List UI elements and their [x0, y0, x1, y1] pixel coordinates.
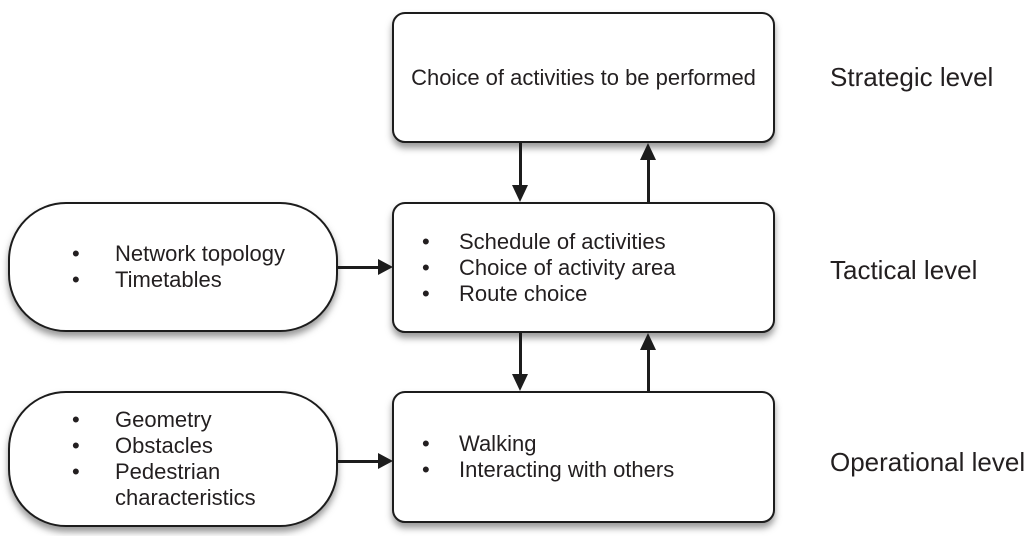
arrow-shaft: [647, 347, 650, 391]
arrowhead-up-icon: [640, 143, 656, 160]
operational-input-list: • Geometry • Obstacles • Pedestrian char…: [10, 407, 336, 511]
list-item-text: Timetables: [115, 267, 222, 292]
list-item-text: Walking: [459, 431, 537, 456]
bullet-icon: •: [422, 254, 430, 280]
list-item: • Pedestrian characteristics: [72, 459, 322, 511]
arrow-tactical-to-strategic: [640, 143, 656, 202]
strategic-box-text: Choice of activities to be performed: [411, 64, 756, 90]
list-item: • Timetables: [72, 267, 322, 293]
arrow-tactical-to-operational: [512, 333, 528, 391]
bullet-icon: •: [422, 457, 430, 482]
bullet-icon: •: [72, 267, 80, 292]
list-item-text: Geometry: [115, 407, 212, 432]
operational-level-label: Operational level: [830, 447, 1024, 477]
list-item-text: Network topology: [115, 241, 285, 266]
list-item-text: Obstacles: [115, 433, 213, 458]
arrowhead-up-icon: [640, 333, 656, 350]
arrowhead-right-icon: [378, 259, 393, 275]
arrowhead-down-icon: [512, 185, 528, 202]
tactical-input-oval: • Network topology • Timetables: [8, 202, 338, 332]
list-item: • Schedule of activities: [422, 229, 773, 255]
bullet-icon: •: [72, 433, 80, 458]
list-item: • Network topology: [72, 241, 322, 267]
bullet-icon: •: [72, 241, 80, 266]
operational-input-oval: • Geometry • Obstacles • Pedestrian char…: [8, 391, 338, 527]
arrowhead-down-icon: [512, 374, 528, 391]
operational-box-list: • Walking • Interacting with others: [394, 431, 773, 483]
arrow-shaft: [647, 157, 650, 202]
arrow-tactical-input: [336, 259, 393, 275]
arrow-operational-to-tactical: [640, 333, 656, 391]
arrow-shaft: [336, 266, 381, 269]
list-item-text: Route choice: [459, 280, 588, 306]
arrow-shaft: [519, 143, 522, 187]
bullet-icon: •: [422, 228, 430, 254]
list-item: • Interacting with others: [422, 457, 773, 483]
list-item: • Geometry: [72, 407, 322, 433]
arrow-operational-input: [336, 453, 393, 469]
bullet-icon: •: [72, 459, 80, 484]
tactical-level-label: Tactical level: [830, 255, 978, 285]
list-item-text: Schedule of activities: [459, 228, 666, 254]
operational-box: • Walking • Interacting with others: [392, 391, 775, 523]
list-item-text: Choice of activity area: [459, 254, 676, 280]
arrow-shaft: [519, 333, 522, 376]
strategic-box: Choice of activities to be performed: [392, 12, 775, 143]
arrow-shaft: [336, 460, 381, 463]
tactical-input-list: • Network topology • Timetables: [10, 241, 336, 293]
list-item: • Walking: [422, 431, 773, 457]
arrowhead-right-icon: [378, 453, 393, 469]
bullet-icon: •: [72, 407, 80, 432]
bullet-icon: •: [422, 280, 430, 306]
list-item-text: Interacting with others: [459, 457, 675, 482]
strategic-level-label: Strategic level: [830, 62, 994, 92]
arrow-strategic-to-tactical: [512, 143, 528, 202]
tactical-box-list: • Schedule of activities • Choice of act…: [394, 229, 773, 307]
list-item-text: Pedestrian characteristics: [115, 459, 256, 510]
list-item: • Route choice: [422, 281, 773, 307]
tactical-box: • Schedule of activities • Choice of act…: [392, 202, 775, 333]
list-item: • Choice of activity area: [422, 255, 773, 281]
bullet-icon: •: [422, 431, 430, 456]
list-item: • Obstacles: [72, 433, 322, 459]
